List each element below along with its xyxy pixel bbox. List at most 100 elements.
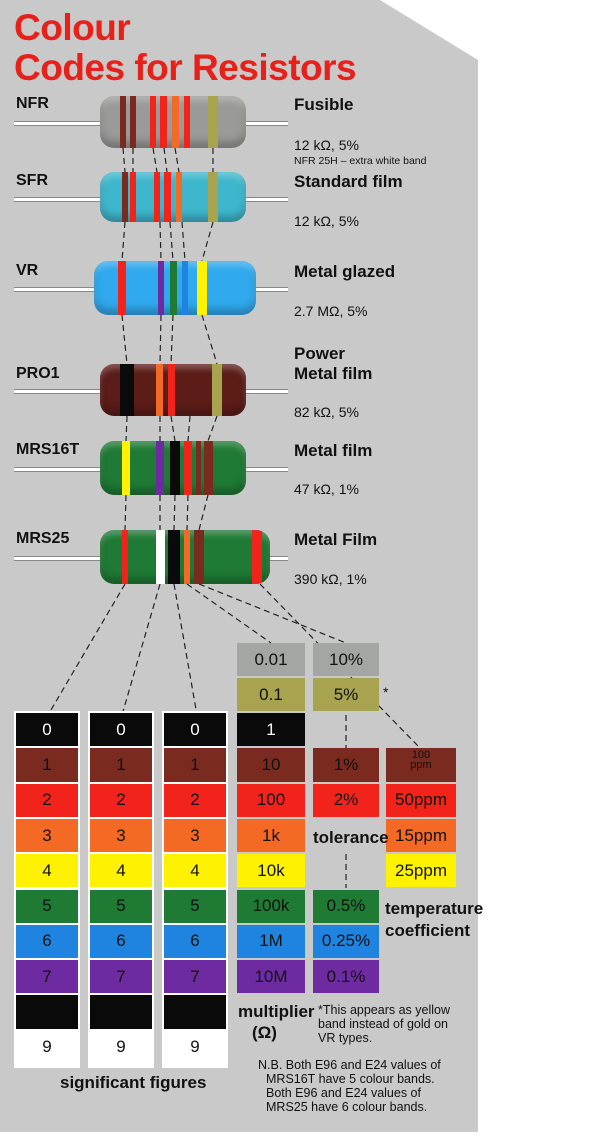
resistor-value-nfr: 12 kΩ, 5% [294, 137, 359, 153]
lead-right-mrs16t [246, 467, 288, 472]
label-tempco-line1: temperature [385, 899, 484, 918]
digit-2-row-4: 4 [90, 854, 152, 888]
resistor-value-pro1: 82 kΩ, 5% [294, 404, 359, 420]
resistor-type-mrs25: Metal Film [294, 530, 378, 549]
lead-right-mrs25 [270, 556, 288, 561]
band-sfr-1 [122, 172, 128, 222]
label-tolerance: tolerance [313, 828, 389, 847]
band-mrs25-6 [252, 530, 262, 584]
multiplier-row-gold: 0.1 [237, 678, 305, 711]
band-sfr-4 [164, 172, 171, 222]
band-nfr-6 [184, 96, 190, 148]
band-vr-2 [158, 261, 164, 315]
band-vr-3 [170, 261, 177, 315]
band-pro1-1 [120, 364, 134, 416]
digit-1-row-0: 0 [16, 713, 78, 747]
band-nfr-3 [150, 96, 156, 148]
resistor-name-mrs16t: MRS16T [16, 441, 80, 458]
multiplier-row-6: 1M [237, 924, 305, 959]
lead-right-sfr [246, 197, 288, 202]
band-mrs16t-4 [184, 441, 192, 495]
digit-3-row-9: 9 [164, 1030, 226, 1064]
resistor-value-sfr: 12 kΩ, 5% [294, 213, 359, 229]
band-mrs25-3 [168, 530, 180, 584]
resistor-name-pro1: PRO1 [16, 365, 60, 382]
band-vr-5 [197, 261, 207, 315]
multiplier-row-4: 10k [237, 854, 305, 888]
digit-1-row-9: 9 [16, 1030, 78, 1064]
band-nfr-7 [208, 96, 218, 148]
band-mrs25-5 [194, 530, 204, 584]
label-multiplier-unit: (Ω) [252, 1023, 277, 1042]
digit-2-row-6: 6 [90, 924, 152, 959]
multiplier-row-3: 1k [237, 818, 305, 853]
asterisk-note-2: band instead of gold on [318, 1017, 448, 1031]
band-mrs25-2 [156, 530, 165, 584]
tempco-row-brown: 100 ppm [386, 748, 456, 782]
resistor-type-vr: Metal glazed [294, 262, 396, 281]
multiplier-row-1: 10 [237, 748, 305, 782]
band-mrs16t-3 [170, 441, 180, 495]
digit-3-row-6: 6 [164, 924, 226, 959]
digit-1-row-1: 1 [16, 748, 78, 782]
digit-3-row-1: 1 [164, 748, 226, 782]
lead-left-vr [14, 287, 94, 292]
nb-note-1: N.B. Both E96 and E24 values of [258, 1058, 441, 1072]
digit-1-row-2: 2 [16, 783, 78, 817]
band-mrs16t-1 [122, 441, 130, 495]
resistor-type-pro1-line1: Power [294, 344, 346, 363]
band-nfr-5 [172, 96, 179, 148]
digit-3-row-4: 4 [164, 854, 226, 888]
tolerance-row-blue: 0.25% [313, 924, 379, 959]
resistor-name-sfr: SFR [16, 172, 48, 189]
digit-1-row-4: 4 [16, 854, 78, 888]
resistor-body-nfr [100, 96, 246, 148]
tolerance-row-violet: 0.1% [313, 960, 379, 994]
multiplier-row-2: 100 [237, 783, 305, 817]
resistor-body-pro1 [100, 364, 246, 416]
tempco-row-orange: 15ppm [386, 818, 456, 853]
resistor-body-mrs16t [100, 441, 246, 495]
band-vr-1 [118, 261, 126, 315]
digit-1-row-5: 5 [16, 889, 78, 923]
resistor-value-mrs25: 390 kΩ, 1% [294, 571, 367, 587]
band-mrs16t-2 [156, 441, 164, 495]
resistor-name-nfr: NFR [16, 95, 49, 112]
tempco-row-red: 50ppm [386, 783, 456, 817]
lead-left-mrs16t [14, 467, 100, 472]
nb-note-3: Both E96 and E24 values of [266, 1086, 421, 1100]
nb-note-2: MRS16T have 5 colour bands. [266, 1072, 435, 1086]
resistor-body-sfr [100, 172, 246, 222]
band-vr-4 [182, 261, 188, 315]
multiplier-row-grey: 0.01 [237, 643, 305, 676]
lead-left-sfr [14, 197, 100, 202]
band-sfr-5 [176, 172, 182, 222]
nb-note-4: MRS25 have 6 colour bands. [266, 1100, 428, 1114]
digit-2-row-8 [90, 995, 152, 1029]
digit-2-row-3: 3 [90, 818, 152, 853]
digit-3-row-5: 5 [164, 889, 226, 923]
band-sfr-3 [154, 172, 160, 222]
digit-3-row-2: 2 [164, 783, 226, 817]
label-multiplier: multiplier [238, 1002, 315, 1021]
asterisk-mark: * [383, 684, 389, 700]
lead-right-pro1 [246, 389, 288, 394]
resistor-name-mrs25: MRS25 [16, 530, 70, 547]
digit-3-row-0: 0 [164, 713, 226, 747]
digit-2-row-0: 0 [90, 713, 152, 747]
lead-left-mrs25 [14, 556, 100, 561]
multiplier-row-7: 10M [237, 960, 305, 994]
digit-2-row-2: 2 [90, 783, 152, 817]
band-sfr-6 [208, 172, 218, 222]
resistor-type-nfr: Fusible [294, 95, 354, 114]
digit-2-row-7: 7 [90, 960, 152, 994]
digit-1-row-8 [16, 995, 78, 1029]
band-mrs25-1 [122, 530, 128, 584]
band-pro1-2 [156, 364, 163, 416]
resistor-body-mrs25 [100, 530, 270, 584]
band-pro1-3 [168, 364, 175, 416]
multiplier-row-5: 100k [237, 889, 305, 923]
digit-2-row-1: 1 [90, 748, 152, 782]
asterisk-note-3: VR types. [318, 1031, 373, 1045]
